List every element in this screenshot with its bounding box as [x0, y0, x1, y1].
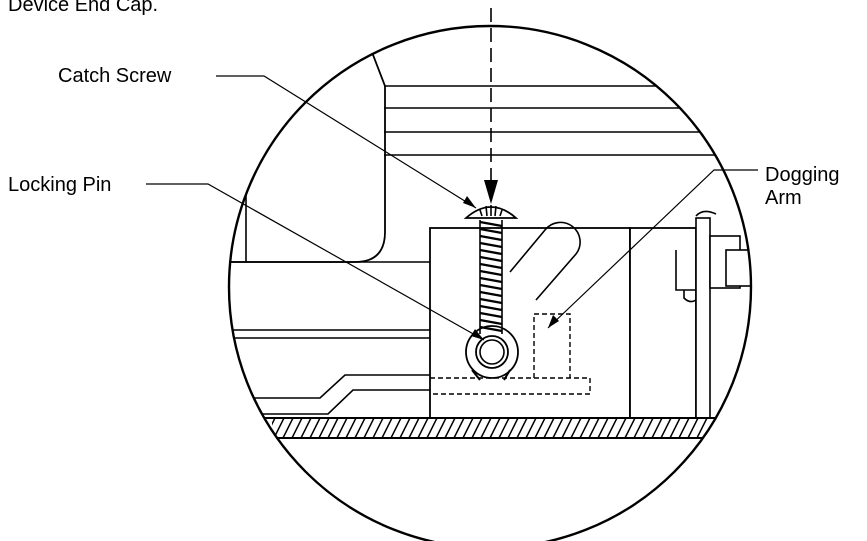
detail-contents	[220, 26, 761, 439]
side-bracket	[629, 227, 697, 419]
locking-pin	[465, 325, 519, 381]
hatch-line	[272, 418, 276, 438]
hatch-line	[381, 418, 393, 438]
hatch-line	[516, 418, 528, 438]
hatch-line	[543, 418, 555, 438]
hatch-line	[399, 418, 411, 438]
dogging-arm-label-line1: Dogging	[765, 164, 840, 186]
hatch-line	[507, 418, 519, 438]
channel-lines	[229, 261, 430, 339]
hatch-line	[751, 418, 761, 438]
hatch-line	[309, 418, 321, 438]
hatch-line	[247, 418, 257, 438]
hatch-line	[615, 418, 627, 438]
rail-lines	[384, 85, 750, 156]
dogging-arm-label-line2: Arm	[765, 187, 802, 209]
hatch-line	[651, 418, 663, 438]
hatch-line	[588, 418, 600, 438]
hatch-line	[669, 418, 681, 438]
hatch-line	[291, 418, 303, 438]
hatch-line	[480, 418, 492, 438]
hatch-line	[606, 418, 618, 438]
hatch-line	[435, 418, 447, 438]
locking-pin-label: Locking Pin	[8, 174, 112, 196]
hatch-line	[229, 418, 239, 438]
hatch-line	[354, 418, 366, 438]
hatch-line	[327, 418, 339, 438]
hatched-floor	[220, 417, 761, 439]
hatch-line	[570, 418, 582, 438]
catch-block	[429, 227, 631, 419]
hatch-line	[525, 418, 537, 438]
latch-bolt	[725, 249, 751, 287]
hatch-line	[345, 418, 357, 438]
hatch-line	[453, 418, 465, 438]
hatch-line	[372, 418, 384, 438]
insertion-arrow	[484, 180, 498, 204]
hatch-line	[498, 418, 510, 438]
block-slot	[509, 221, 581, 301]
hatch-line	[642, 418, 654, 438]
detail-circle	[227, 24, 753, 541]
hatch-line	[742, 418, 752, 438]
hatch-line	[363, 418, 375, 438]
hatch-line	[256, 418, 266, 438]
catch-screw	[463, 205, 519, 334]
hatch-line	[733, 418, 743, 438]
hatch-line	[238, 418, 248, 438]
hatch-line	[597, 418, 609, 438]
hatch-line	[633, 418, 645, 438]
hatch-line	[696, 418, 708, 438]
bracket-inner-step	[675, 250, 696, 291]
catch-screw-label: Catch Screw	[58, 65, 172, 87]
hatch-line	[426, 418, 438, 438]
hatch-line	[660, 418, 672, 438]
end-cap-housing	[229, 26, 386, 263]
dogging-arm-hidden	[430, 313, 591, 395]
hatch-line	[678, 418, 690, 438]
hatch-line	[579, 418, 591, 438]
hatch-line	[624, 418, 636, 438]
locking-pin-leader	[146, 183, 485, 341]
hatch-line	[471, 418, 483, 438]
hatch-line	[300, 418, 312, 438]
hatch-line	[282, 418, 294, 438]
leader-lines	[146, 75, 758, 341]
hatch-line	[462, 418, 474, 438]
hatch-line	[561, 418, 573, 438]
hatch-line	[714, 418, 724, 438]
leader-arrowheads	[463, 196, 559, 340]
hatch-line	[417, 418, 429, 438]
hatch-line	[723, 418, 724, 438]
hatch-line	[444, 418, 456, 438]
side-bracket-plate	[695, 217, 711, 419]
side-bracket-tab	[695, 210, 717, 217]
hatch-line	[336, 418, 348, 438]
hatch-line	[552, 418, 564, 438]
catch-screw-leader	[216, 75, 477, 209]
dogging-arm-label: Dogging Arm	[765, 164, 840, 210]
bracket-notch	[683, 290, 697, 303]
hatch-line	[408, 418, 420, 438]
hatch-line	[220, 418, 230, 438]
hatch-line	[390, 418, 402, 438]
step-line-lower	[229, 389, 430, 415]
caption-text: Device End Cap.	[8, 0, 159, 16]
step-line-upper	[229, 374, 430, 399]
hatch-line	[318, 418, 330, 438]
hatch-line	[489, 418, 501, 438]
hatch-line	[534, 418, 546, 438]
dogging-arm-leader	[547, 169, 758, 329]
hatch-line	[687, 418, 699, 438]
